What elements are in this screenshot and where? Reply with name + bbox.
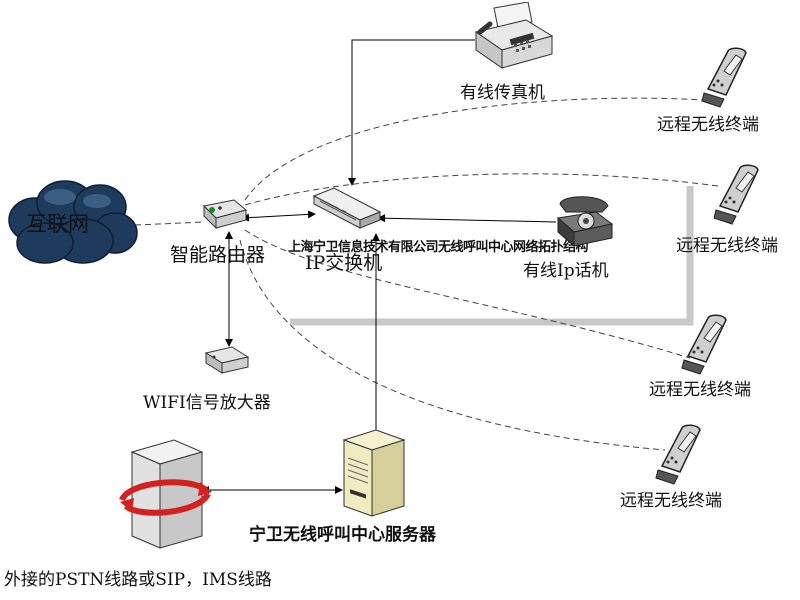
ip-phone-icon <box>556 196 614 248</box>
wifi-amplifier-icon <box>204 346 250 374</box>
ip-phone-label: 有线Ip话机 <box>523 261 609 281</box>
wireless-terminal-icon <box>655 424 701 485</box>
router-icon <box>202 199 248 230</box>
pstn-label: 外接的PSTN线路或SIP，IMS线路 <box>4 570 272 590</box>
remote-terminal-label-1: 远程无线终端 <box>657 115 759 135</box>
wireless-link-1 <box>244 97 706 201</box>
fax-machine-icon <box>474 2 554 69</box>
remote-terminal-label-4: 远程无线终端 <box>620 491 722 511</box>
fax-label: 有线传真机 <box>460 83 545 103</box>
internet-cloud-icon <box>8 180 138 264</box>
remote-terminal-label-2: 远程无线终端 <box>676 236 778 256</box>
wifi-amplifier-label: WIFI信号放大器 <box>143 393 271 413</box>
router-switch-link <box>241 210 316 222</box>
pstn-gateway-icon <box>119 439 212 549</box>
fax-switch-link <box>348 39 475 186</box>
switch-label: IP交换机 <box>305 252 383 274</box>
switch-icon <box>312 187 382 229</box>
internet-label: 互联网 <box>26 212 89 236</box>
wireless-terminal-icon <box>681 314 727 375</box>
enclosure-frame <box>290 186 694 326</box>
server-icon <box>342 429 406 517</box>
diagram-caption: 上海宁卫信息技术有限公司无线呼叫中心网络拓扑结构 <box>288 240 589 255</box>
wireless-terminal-icon <box>701 47 747 108</box>
remote-terminal-label-3: 远程无线终端 <box>649 380 751 400</box>
router-label: 智能路由器 <box>170 244 266 266</box>
wireless-terminal-icon <box>713 164 759 225</box>
server-label: 宁卫无线呼叫中心服务器 <box>249 525 436 545</box>
wireless-link-3 <box>244 229 691 359</box>
switch-phone-link <box>377 214 557 223</box>
internet-router-link <box>134 221 206 226</box>
wireless-link-2 <box>244 173 719 206</box>
